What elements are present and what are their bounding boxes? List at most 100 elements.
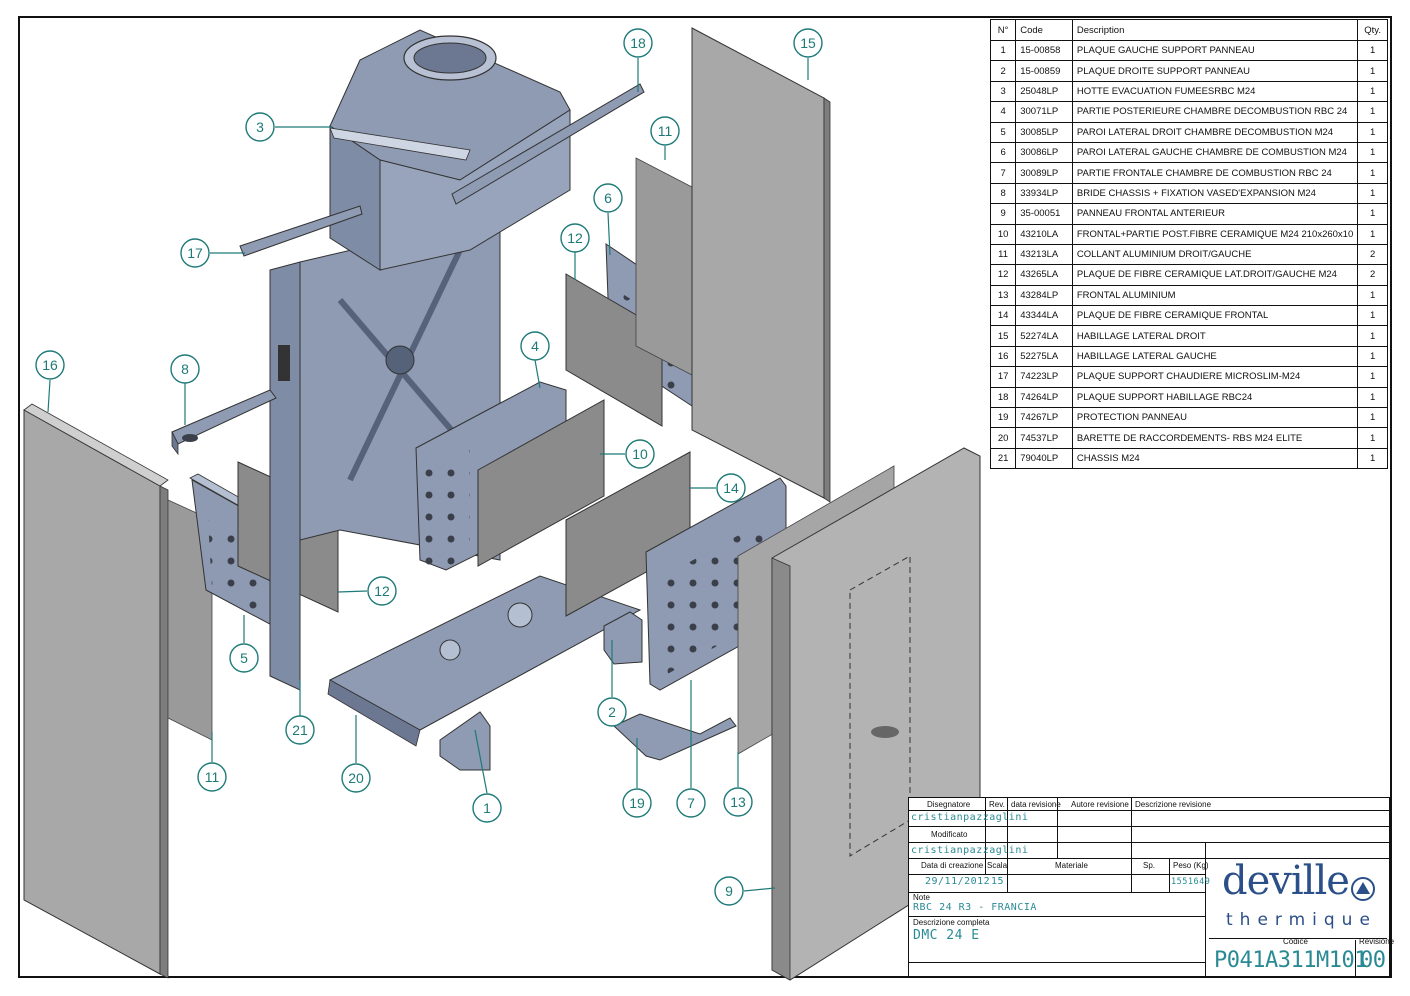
callout-bubble: 14: [716, 473, 746, 503]
callout-label: 21: [292, 722, 308, 738]
note-value: RBC 24 R3 - FRANCIA: [913, 902, 1037, 913]
part-description: PLAQUE DE FIBRE CERAMIQUE LAT.DROIT/GAUC…: [1071, 264, 1359, 286]
part-number: 5: [989, 121, 1017, 143]
part-code: 43284LP: [1015, 284, 1073, 307]
part-quantity: 1: [1357, 162, 1388, 184]
brand-name: deville: [1222, 858, 1350, 904]
callout-label: 18: [630, 35, 646, 51]
part-description: COLLANT ALUMINIUM DROIT/GAUCHE: [1071, 243, 1359, 266]
part-code: 33934LP: [1015, 182, 1073, 205]
callout-label: 11: [658, 123, 673, 139]
modified-by: cristianpazzaglini: [911, 845, 1029, 856]
scale-value: 15: [991, 876, 1005, 887]
part-quantity: 2: [1357, 243, 1388, 266]
callout-bubble: 16: [35, 350, 65, 380]
callout-label: 12: [374, 583, 390, 599]
part-quantity: 1: [1357, 284, 1388, 307]
part-quantity: 1: [1357, 39, 1388, 62]
scale-label: Scala: [987, 861, 1008, 870]
part-description: CHASSIS M24: [1071, 447, 1359, 470]
thickness-label: Sp.: [1143, 861, 1156, 870]
callout-bubble: 13: [723, 787, 753, 817]
part-quantity: 2: [1357, 264, 1388, 286]
callout-label: 2: [608, 704, 616, 720]
part-description: HABILLAGE LATERAL GAUCHE: [1071, 345, 1359, 368]
part-number: 21: [989, 447, 1017, 470]
part-code: 43210LA: [1015, 223, 1073, 245]
part-18-cladding-support-plate: [451, 83, 645, 205]
callout-bubble: 6: [593, 183, 623, 213]
header-code: Code: [1015, 19, 1073, 41]
part-10-ceramic-front-rear: [477, 399, 605, 567]
callout-bubble: 8: [170, 354, 200, 384]
part-description: FRONTAL+PARTIE POST.FIBRE CERAMIQUE M24 …: [1071, 223, 1359, 245]
title-block: Disegnatore Rev. data revisione Autore r…: [908, 797, 1394, 978]
callout-bubble: 21: [285, 715, 315, 745]
part-quantity: 1: [1357, 325, 1388, 347]
rev-desc-label: Descrizione revisione: [1135, 800, 1212, 809]
part-number: 12: [989, 264, 1017, 286]
designer-name: cristianpazzaglini: [911, 812, 1029, 823]
part-number: 18: [989, 386, 1017, 409]
part-description: HOTTE EVACUATION FUMEESRBC M24: [1071, 80, 1359, 103]
revision-label: Revisione: [1359, 937, 1395, 946]
part-8-chassis-bracket: [171, 389, 277, 456]
part-quantity: 1: [1357, 223, 1388, 245]
callout-bubble: 9: [714, 876, 744, 906]
part-number: 9: [989, 203, 1017, 225]
callout-label: 9: [725, 883, 733, 899]
part-code: 74264LP: [1015, 386, 1073, 409]
part-code: 30086LP: [1015, 141, 1073, 164]
callout-label: 13: [730, 794, 746, 810]
part-code: 30085LP: [1015, 121, 1073, 143]
part-description: HABILLAGE LATERAL DROIT: [1071, 325, 1359, 347]
callout-bubble: 4: [520, 331, 550, 361]
callout-label: 17: [187, 245, 203, 261]
callout-bubble: 7: [676, 788, 706, 818]
part-number: 14: [989, 305, 1017, 327]
part-1-left-panel-support: [439, 711, 491, 771]
part-quantity: 1: [1357, 407, 1388, 429]
part-quantity: 1: [1357, 80, 1388, 103]
weight-value: 1551649: [1171, 877, 1211, 887]
part-description: PARTIE FRONTALE CHAMBRE DE COMBUSTION RB…: [1071, 162, 1359, 184]
part-number: 13: [989, 284, 1017, 307]
part-code: 74537LP: [1015, 427, 1073, 449]
callout-bubble: 11: [197, 762, 227, 792]
part-code: 30089LP: [1015, 162, 1073, 184]
part-number: 19: [989, 407, 1017, 429]
part-quantity: 1: [1357, 60, 1388, 82]
brand-subname: thermique: [1226, 910, 1377, 930]
callout-label: 20: [348, 770, 364, 786]
callout-bubble: 12: [560, 223, 590, 253]
callout-bubble: 1: [472, 793, 502, 823]
modified-label: Modificato: [931, 830, 968, 839]
part-code: 43265LA: [1015, 264, 1073, 286]
part-quantity: 1: [1357, 203, 1388, 225]
parts-table-header: N° Code Description Qty.: [989, 19, 1388, 41]
part-code: 25048LP: [1015, 80, 1073, 103]
part-number: 6: [989, 141, 1017, 164]
part-number: 8: [989, 182, 1017, 205]
part-quantity: 1: [1357, 121, 1388, 143]
part-quantity: 1: [1357, 345, 1388, 368]
code-label: Codice: [1283, 937, 1308, 946]
header-quantity: Qty.: [1357, 19, 1388, 41]
part-description: PLAQUE GAUCHE SUPPORT PANNEAU: [1071, 39, 1359, 62]
